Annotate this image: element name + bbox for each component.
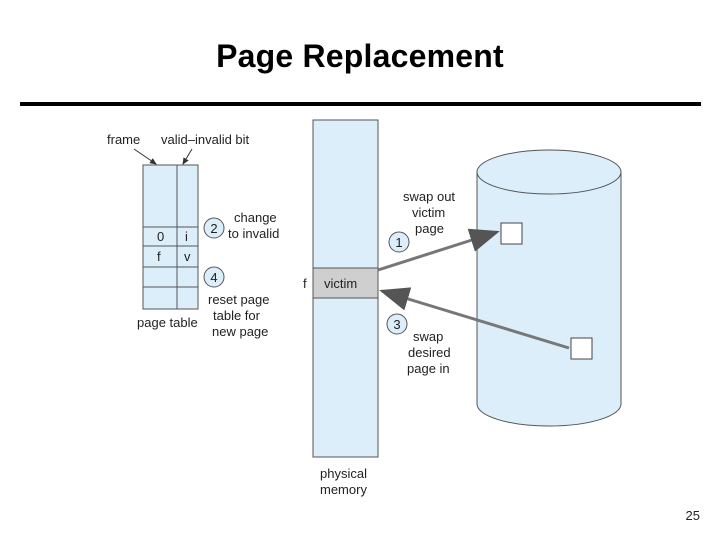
swap-out-arrow — [377, 228, 500, 272]
title-rule — [20, 102, 701, 106]
step-2-line-1: change — [234, 210, 277, 225]
bit-pointer-arrow — [182, 148, 193, 165]
victim-frame — [312, 267, 379, 299]
frame-label: frame — [107, 132, 140, 147]
page-table — [142, 164, 199, 310]
step-4-circle — [203, 266, 225, 288]
victim-page-on-disk — [500, 222, 523, 245]
step-3-line-2: desired — [408, 345, 451, 360]
page-number: 25 — [685, 508, 700, 523]
step-4-line-3: new page — [212, 324, 268, 339]
swap-in-arrow — [379, 287, 570, 350]
step-2-line-2: to invalid — [228, 226, 279, 241]
desired-page-on-disk — [570, 337, 593, 360]
page-table-row-2-bit: v — [184, 249, 191, 264]
page-table-label: page table — [137, 315, 198, 330]
slide-title: Page Replacement — [216, 38, 504, 74]
step-4-number: 4 — [210, 270, 217, 285]
disk-cylinder — [476, 149, 622, 427]
step-1-line-3: page — [415, 221, 444, 236]
step-2-circle — [203, 217, 225, 239]
page-table-row-1-bit: i — [185, 229, 188, 244]
page-table-row-2-frame: f — [157, 249, 161, 264]
step-4-line-2: table for — [213, 308, 261, 323]
valid-invalid-bit-label: valid–invalid bit — [161, 132, 250, 147]
step-4-line-1: reset page — [208, 292, 269, 307]
step-3-circle — [386, 313, 408, 335]
step-1-line-2: victim — [412, 205, 445, 220]
frame-pointer-arrow — [133, 148, 157, 165]
step-2-number: 2 — [210, 221, 217, 236]
step-1-number: 1 — [395, 235, 402, 250]
physical-memory-label-line-2: memory — [320, 482, 367, 497]
step-1-line-1: swap out — [403, 189, 455, 204]
page-table-row-1-frame: 0 — [157, 229, 164, 244]
physical-memory-label-line-1: physical — [320, 466, 367, 481]
step-1-circle — [388, 231, 410, 253]
step-3-line-3: page in — [407, 361, 450, 376]
frame-f-label: f — [303, 276, 307, 291]
step-3-number: 3 — [393, 317, 400, 332]
step-3-line-1: swap — [413, 329, 443, 344]
victim-label: victim — [324, 276, 357, 291]
